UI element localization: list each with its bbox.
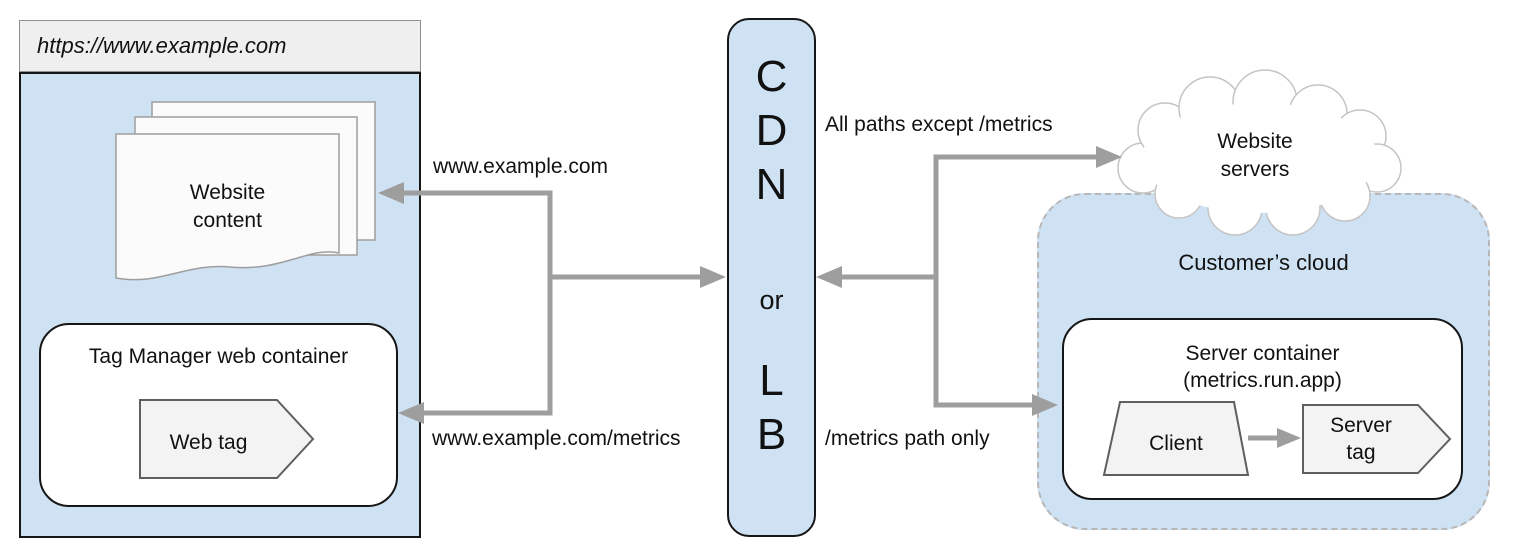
cdn-letter: D: [755, 106, 788, 155]
page-front: [115, 133, 340, 281]
arrowhead-icon: [1032, 394, 1058, 416]
cdn-lb-box: C D N or L B: [727, 18, 816, 537]
arrowhead-icon: [1096, 146, 1122, 168]
edge-label-www: www.example.com: [433, 155, 609, 178]
arrowhead-icon: [816, 266, 842, 288]
edge-label-all-paths: All paths except /metrics: [825, 113, 1053, 136]
lb-letter: B: [756, 410, 787, 459]
web-tag-shape: [139, 399, 315, 479]
cdn-letter: C: [755, 52, 788, 101]
server-tag-shape: [1302, 404, 1452, 474]
cdn-or-label: or: [759, 285, 784, 315]
client-label: Client: [1149, 432, 1203, 455]
web-tag-label: Web tag: [169, 431, 248, 454]
server-container-title: Server container (metrics.run.app): [1183, 342, 1342, 392]
arrowhead-icon: [378, 182, 404, 204]
cdn-letter: N: [755, 160, 788, 209]
server-tag-label: Server tag: [1330, 414, 1392, 464]
edge-label-metrics-only: /metrics path only: [825, 427, 990, 450]
website-servers-cloud-shape: [1117, 69, 1402, 236]
arrowhead-icon: [700, 266, 726, 288]
website-servers-label: Website servers: [1217, 130, 1293, 181]
client-servertag-shapes: [1102, 401, 1452, 476]
arrowhead-icon: [398, 402, 424, 424]
lb-letter: L: [759, 356, 784, 405]
website-content-label: Website content: [189, 181, 266, 232]
client-shape: [1102, 401, 1250, 476]
arrowhead-icon: [1277, 428, 1301, 448]
website-content-pages: [115, 101, 376, 281]
customer-cloud-label: Customer’s cloud: [1178, 250, 1349, 275]
edge-label-www-metrics: www.example.com/metrics: [432, 427, 681, 450]
tag-manager-label: Tag Manager web container: [88, 345, 349, 368]
browser-address-text: https://www.example.com: [37, 33, 287, 58]
browser-address-bar: https://www.example.com: [19, 20, 421, 72]
